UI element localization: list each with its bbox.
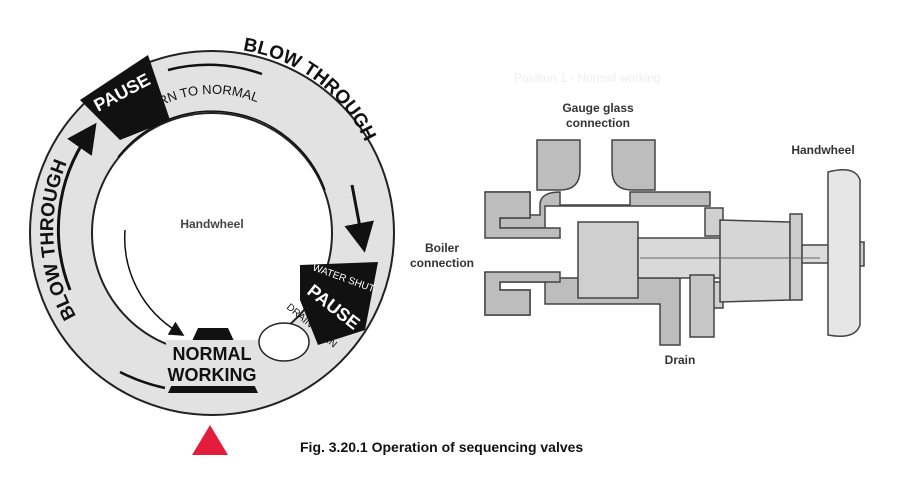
working-label: WORKING xyxy=(168,365,257,385)
boiler-connection-label: Boiler connection xyxy=(402,241,482,271)
drain-label: Drain xyxy=(664,353,696,367)
drain-window xyxy=(258,322,310,362)
return-arc xyxy=(117,110,326,191)
valve-section xyxy=(484,139,865,346)
bottom-arc xyxy=(119,370,166,390)
normal-label: NORMAL xyxy=(173,344,252,364)
left-arrow xyxy=(56,122,97,291)
dial-center-label: Handwheel xyxy=(180,217,243,231)
position-title: Position 1 - Normal working xyxy=(514,71,661,85)
return-arrow xyxy=(123,229,185,336)
outer-top-arc xyxy=(167,63,263,76)
normal-working-band xyxy=(166,340,260,386)
figure-caption: Fig. 3.20.1 Operation of sequencing valv… xyxy=(300,439,584,455)
handwheel-label: Handwheel xyxy=(791,143,855,157)
boiler-line1: Boiler xyxy=(424,241,459,255)
gauge-glass-label: Gauge glass connection xyxy=(548,101,648,131)
red-pointer-marker xyxy=(192,425,228,455)
boiler-line2: connection xyxy=(409,256,474,270)
gauge-glass-line2: connection xyxy=(565,116,630,130)
pause-top-sector xyxy=(80,55,170,140)
gauge-glass-line1: Gauge glass xyxy=(562,101,634,115)
right-arrow xyxy=(344,184,374,253)
pause-right-sector xyxy=(300,262,378,345)
